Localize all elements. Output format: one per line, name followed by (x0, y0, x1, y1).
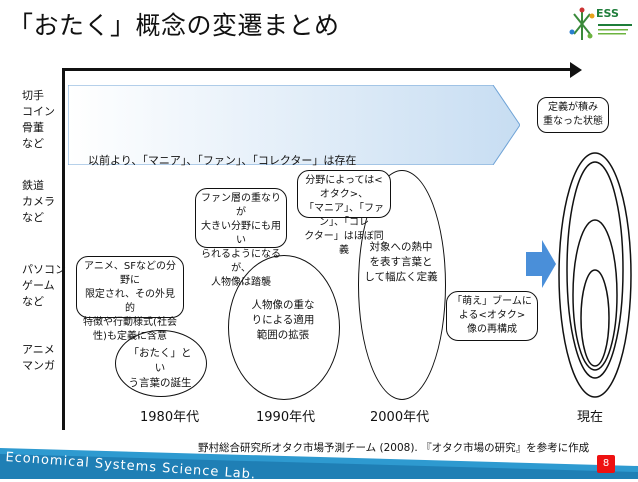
ellipse-1990 (228, 255, 340, 400)
page-number-badge: 8 (597, 455, 615, 473)
vertical-axis (62, 70, 65, 430)
ellipse-1980 (115, 330, 207, 397)
callout-1980: アニメ、SFなどの分野に 限定され、その外見的 特徴や行動様式(社会 性)も定義… (76, 256, 184, 342)
category-trains-cameras: 鉄道 カメラ など (22, 179, 55, 224)
decade-2000: 2000年代 (370, 410, 430, 425)
stacked-definition-label: 定義が積み 重なった状態 (537, 97, 609, 133)
time-axis-line (62, 68, 574, 71)
category-anime-manga: アニメ マンガ (22, 343, 55, 372)
category-pc-games: パソコン ゲーム など (22, 263, 66, 308)
decade-1990: 1990年代 (256, 410, 316, 425)
transition-arrow-icon (526, 240, 556, 288)
time-axis-arrowhead-icon (570, 62, 582, 78)
band-text: 以前より、「マニア」、「ファン」、「コレクター」は存在 (88, 154, 357, 167)
logo-text: ESS (596, 7, 619, 20)
citation: 野村総合研究所オタク市場予測チーム (2008). 『オタク市場の研究』を参考に… (198, 442, 590, 454)
footer-band (0, 448, 638, 479)
ellipse-1980-text: 「おたく」とい う言葉の誕生 (128, 347, 192, 389)
callout-moe: 「萌え」ブームに よる<オタク> 像の再構成 (446, 291, 538, 341)
slide-title: 「おたく」概念の変遷まとめ (8, 11, 340, 40)
stacked-ellipses (558, 152, 632, 398)
category-stamps-coins: 切手 コイン 骨董 など (22, 89, 55, 150)
callout-2000: 分野によっては<オタク>、 「マニア」、「ファン」、「コレ クター」はほぼ同義 (297, 170, 391, 256)
decade-present: 現在 (577, 410, 604, 425)
ellipse-1990-text: 人物像の重な りによる適用 範囲の拡張 (251, 299, 315, 341)
callout-1990: ファン層の重なりが 大きい分野にも用い られるようになるが、 人物像は踏襲 (195, 188, 287, 288)
ellipse-2000-text: 対象への熱中 を表す言葉と して幅広く定義 (364, 241, 438, 283)
decade-1980: 1980年代 (140, 410, 200, 425)
ess-logo-icon (569, 7, 632, 40)
existing-terms-band-arrow (68, 85, 520, 165)
